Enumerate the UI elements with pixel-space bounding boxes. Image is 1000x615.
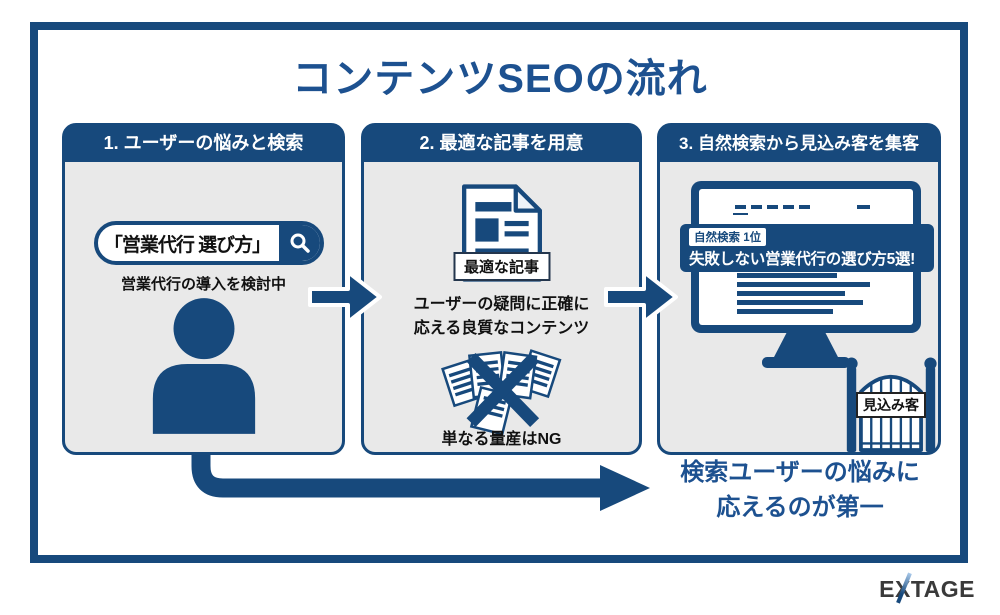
menu-dash <box>751 205 762 209</box>
gate-label: 見込み客 <box>856 392 926 418</box>
rank-badge: 自然検索 1位 <box>689 228 767 246</box>
flow-arrow-1-icon <box>308 270 382 324</box>
panel-article: 2. 最適な記事を用意 最適な記事 ユーザーの疑問に正確に 応える良質なコンテン… <box>361 123 642 455</box>
footer-message: 検索ユーザーの悩みに 応えるのが第一 <box>650 456 950 526</box>
search-caption: 営業代行の導入を検討中 <box>120 276 286 293</box>
active-tab-underline <box>733 213 748 215</box>
summary-arrow-icon <box>191 454 650 511</box>
panel-organic-search: 3. 自然検索から見込み客を集客 自然検索 1位 失敗しない営業代行の選び方5 <box>657 123 941 455</box>
panel-user-search: 1. ユーザーの悩みと検索 「営業代行 選び方」 営業代行の導入を検討中 <box>62 123 345 455</box>
magnifier-icon <box>290 233 310 253</box>
result-line <box>737 282 870 287</box>
monitor-stand-neck <box>773 331 839 359</box>
page-title: コンテンツSEOの流れ <box>292 57 708 101</box>
search-bar: 「営業代行 選び方」 <box>94 221 324 265</box>
result-line <box>737 309 833 314</box>
result-line <box>737 273 837 278</box>
logo-part-e: E <box>879 576 895 602</box>
logo-part-tage: TAGE <box>910 576 975 602</box>
menu-dash <box>735 205 746 209</box>
flow-arrow-2-icon <box>604 270 678 324</box>
logo-part-x: X <box>894 576 911 602</box>
footer-message-line2: 応えるのが第一 <box>716 493 884 521</box>
panel-3-header: 3. 自然検索から見込み客を集客 <box>659 125 939 162</box>
person-icon <box>152 298 255 434</box>
panel-1-header: 1. ユーザーの悩みと検索 <box>64 125 343 162</box>
menu-dash <box>767 205 778 209</box>
menu-dash <box>799 205 810 209</box>
menu-dash <box>857 205 870 209</box>
article-description: ユーザーの疑問に正確に 応える良質なコンテンツ <box>364 293 639 341</box>
article-description-line2: 応える良質なコンテンツ <box>413 320 590 337</box>
result-title: 失敗しない営業代行の選び方5選! <box>689 251 915 268</box>
monitor-stand-base <box>762 357 850 368</box>
ng-label: 単なる量産はNG <box>441 431 562 448</box>
menu-dash <box>783 205 794 209</box>
result-line <box>737 291 845 296</box>
search-result-banner: 自然検索 1位 失敗しない営業代行の選び方5選! <box>680 224 934 272</box>
doc-label: 最適な記事 <box>452 252 551 281</box>
crossed-papers-icon <box>440 349 561 436</box>
search-button <box>276 225 320 261</box>
article-description-line1: ユーザーの疑問に正確に <box>413 296 590 313</box>
result-line <box>737 300 863 305</box>
search-query-text: 「営業代行 選び方」 <box>103 234 271 256</box>
footer-message-line1: 検索ユーザーの悩みに <box>680 459 920 486</box>
panel-2-header: 2. 最適な記事を用意 <box>363 125 640 162</box>
extage-logo: EXTAGE <box>879 576 975 603</box>
